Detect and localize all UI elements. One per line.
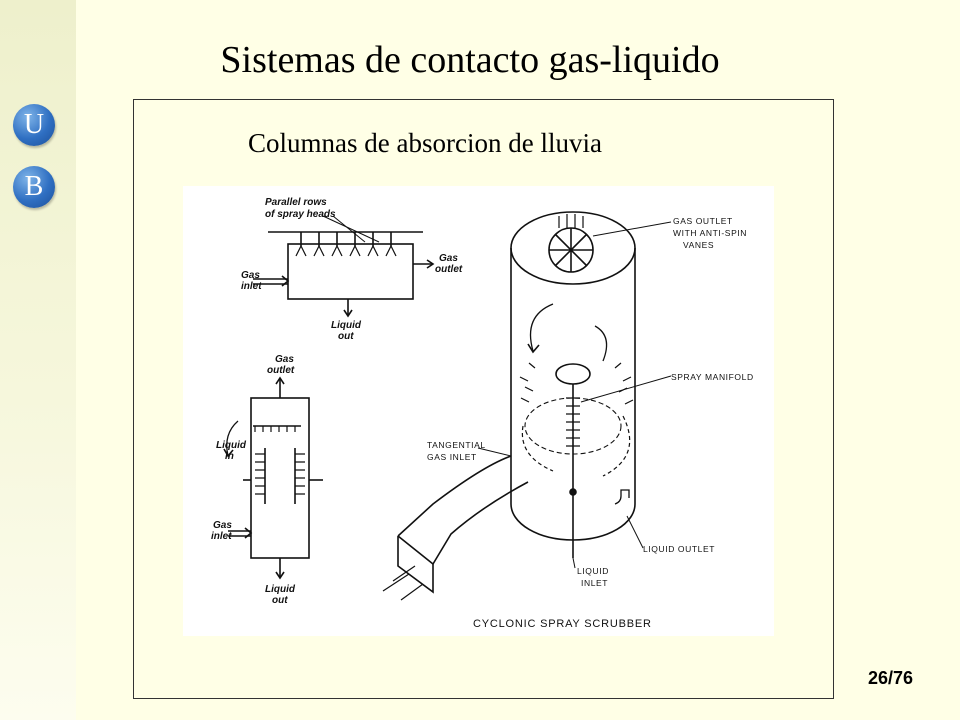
anti-spin-vanes (548, 214, 594, 273)
top-gas-inlet-label-line2: inlet (241, 281, 262, 292)
tower-gas-outlet-label-line1: Gas (275, 354, 294, 365)
tower-gas-inlet-label-line2: inlet (211, 531, 232, 542)
tower-gas-outlet-label-line2: outlet (267, 365, 295, 376)
gas-outlet-vanes-line2: WITH ANTI-SPIN (673, 228, 747, 238)
tangential-inlet-line1: TANGENTIAL (427, 440, 486, 450)
logo-letter-u: U (23, 109, 45, 140)
top-liquid-out-label-line2: out (338, 331, 354, 342)
top-liquid-out-label-line1: Liquid (331, 320, 362, 331)
top-gas-outlet-label-line1: Gas (439, 253, 458, 264)
spray-manifold-label: SPRAY MANIFOLD (671, 372, 754, 382)
slide-subtitle: Columnas de absorcion de lluvia (248, 128, 602, 158)
tower-liquid-out-label-line1: Liquid (265, 584, 296, 595)
cyclonic-caption: CYCLONIC SPRAY SCRUBBER (473, 618, 652, 630)
horizontal-spray-chamber (253, 215, 435, 318)
spray-heads-label-line2: of spray heads (265, 209, 336, 220)
tower-liquid-out-label-line2: out (272, 595, 288, 606)
cyclonic-scrubber (382, 211, 672, 601)
liquid-inlet-line1: LIQUID (577, 566, 609, 576)
sidebar-band: U B (0, 0, 76, 720)
vertical-spray-tower (223, 376, 323, 580)
slide-title: Sistemas de contacto gas-liquido (220, 39, 720, 81)
logo-b-badge: B (13, 166, 55, 208)
tangential-inlet-line2: GAS INLET (427, 452, 477, 462)
liquid-inlet-line2: INLET (581, 578, 608, 588)
top-gas-inlet-label-line1: Gas (241, 270, 260, 281)
liquid-outlet-label: LIQUID OUTLET (643, 544, 715, 554)
gas-outlet-vanes-line3: VANES (683, 240, 714, 250)
gas-outlet-vanes-line1: GAS OUTLET (673, 216, 733, 226)
tower-gas-inlet-label-line1: Gas (213, 520, 232, 531)
logo-letter-b: B (24, 171, 44, 202)
tower-liquid-in-label-line1: Liquid (216, 440, 247, 451)
logo-u-badge: U (13, 104, 55, 146)
page-number: 26/76 (868, 668, 914, 688)
tower-liquid-in-label-line2: in (225, 451, 234, 462)
scrubber-diagram: Parallel rows of spray heads Gas inlet G… (183, 186, 774, 636)
spray-heads-label-line1: Parallel rows (265, 197, 327, 208)
top-gas-outlet-label-line2: outlet (435, 264, 463, 275)
